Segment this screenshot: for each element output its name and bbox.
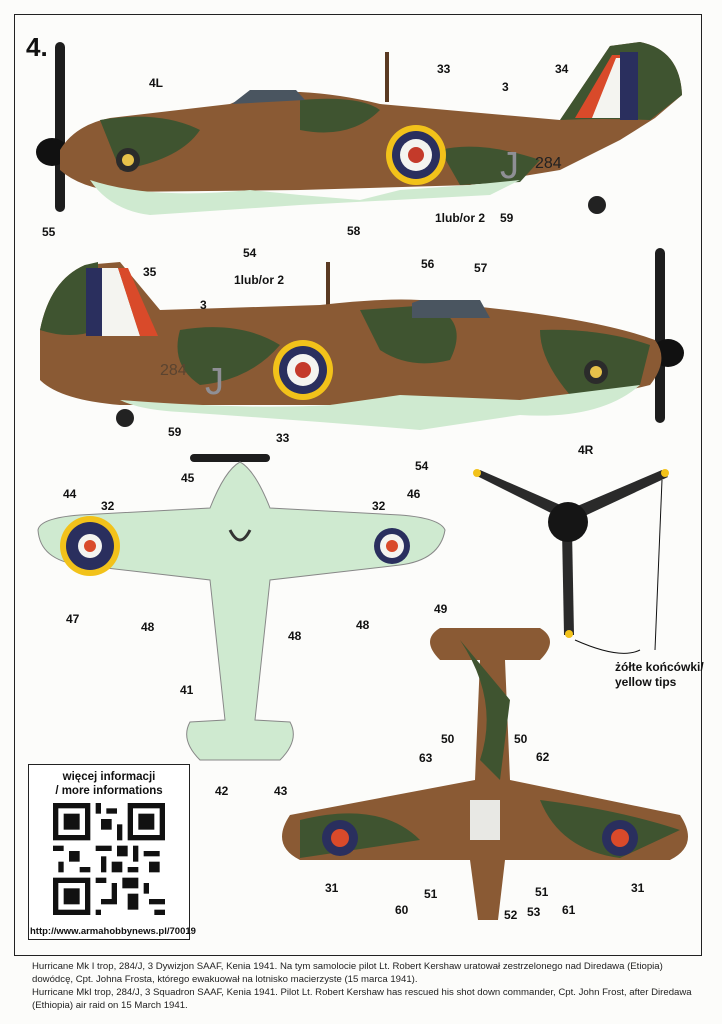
callout-33: 33	[437, 62, 451, 76]
callout-4r: 4R	[578, 443, 594, 457]
callout-53: 53	[527, 905, 541, 919]
callout-54: 54	[243, 246, 257, 260]
callout-48-3: 48	[356, 618, 370, 632]
callout-35: 35	[143, 265, 157, 279]
serial-left: 284	[535, 155, 562, 172]
callout-48: 48	[141, 620, 155, 634]
callout-48-2: 48	[288, 629, 302, 643]
callout-3: 3	[502, 80, 509, 94]
tips-label-pl: żółte końcówki/	[615, 660, 704, 674]
qr-title-pl: więcej informacji	[62, 771, 156, 783]
callout-46: 46	[407, 487, 421, 501]
callout-4l: 4L	[149, 76, 163, 90]
tips-label-en: yellow tips	[615, 675, 677, 689]
callout-31-2: 31	[631, 881, 645, 895]
callout-61: 61	[562, 903, 576, 917]
callout-33-2: 33	[276, 431, 290, 445]
sheet-frame	[14, 14, 702, 956]
callout-1lub-2: 1lub/or 2	[234, 273, 284, 287]
callout-32-2: 32	[372, 499, 386, 513]
callout-51: 51	[424, 887, 438, 901]
qr-url[interactable]: http://www.armahobbynews.pl/70019	[30, 926, 196, 937]
yellow-tips-label: żółte końcówki/ yellow tips	[615, 660, 704, 690]
callout-51-2: 51	[535, 885, 549, 899]
propeller-detail	[473, 469, 669, 654]
profile-right-side: J 284	[40, 248, 684, 430]
callout-42: 42	[215, 784, 229, 798]
caption-english: Hurricane MkI trop, 284/J, 3 Squadron SA…	[32, 987, 692, 1011]
callout-47: 47	[66, 612, 80, 626]
callout-3-2: 3	[200, 298, 207, 312]
callout-56: 56	[421, 257, 435, 271]
callout-50: 50	[441, 732, 455, 746]
code-letter-left: J	[500, 145, 519, 187]
callout-59-2: 59	[168, 425, 182, 439]
callout-57: 57	[474, 261, 488, 275]
callout-59: 59	[500, 211, 514, 225]
qr-info-box: więcej informacji / more informations	[28, 764, 190, 940]
callout-labels: 33 34 3 4L 1lub/or 2 59 58 54 55 35 1lub…	[42, 62, 645, 922]
underside-plan	[37, 454, 446, 761]
callout-41: 41	[180, 683, 194, 697]
serial-right: 284	[160, 362, 187, 379]
callout-49: 49	[434, 602, 448, 616]
qr-code[interactable]	[53, 803, 165, 915]
callout-52: 52	[504, 908, 518, 922]
caption-polish: Hurricane Mk I trop, 284/J, 3 Dywizjon S…	[32, 961, 663, 985]
callout-43: 43	[274, 784, 288, 798]
callout-63: 63	[419, 751, 433, 765]
callout-62: 62	[536, 750, 550, 764]
callout-31: 31	[325, 881, 339, 895]
callout-45: 45	[181, 471, 195, 485]
callout-54-2: 54	[415, 459, 429, 473]
callout-50-2: 50	[514, 732, 528, 746]
callout-34: 34	[555, 62, 569, 76]
code-letter-right: J	[205, 361, 224, 403]
callout-32: 32	[101, 499, 115, 513]
callout-55: 55	[42, 225, 56, 239]
upper-plan	[282, 628, 688, 920]
qr-title-en: / more informations	[55, 785, 163, 797]
callout-44: 44	[63, 487, 77, 501]
sheet-number: 4.	[26, 32, 48, 62]
callout-58: 58	[347, 224, 361, 238]
callout-1lub: 1lub/or 2	[435, 211, 485, 225]
profile-left-side: J 284	[36, 42, 682, 215]
callout-60: 60	[395, 903, 409, 917]
